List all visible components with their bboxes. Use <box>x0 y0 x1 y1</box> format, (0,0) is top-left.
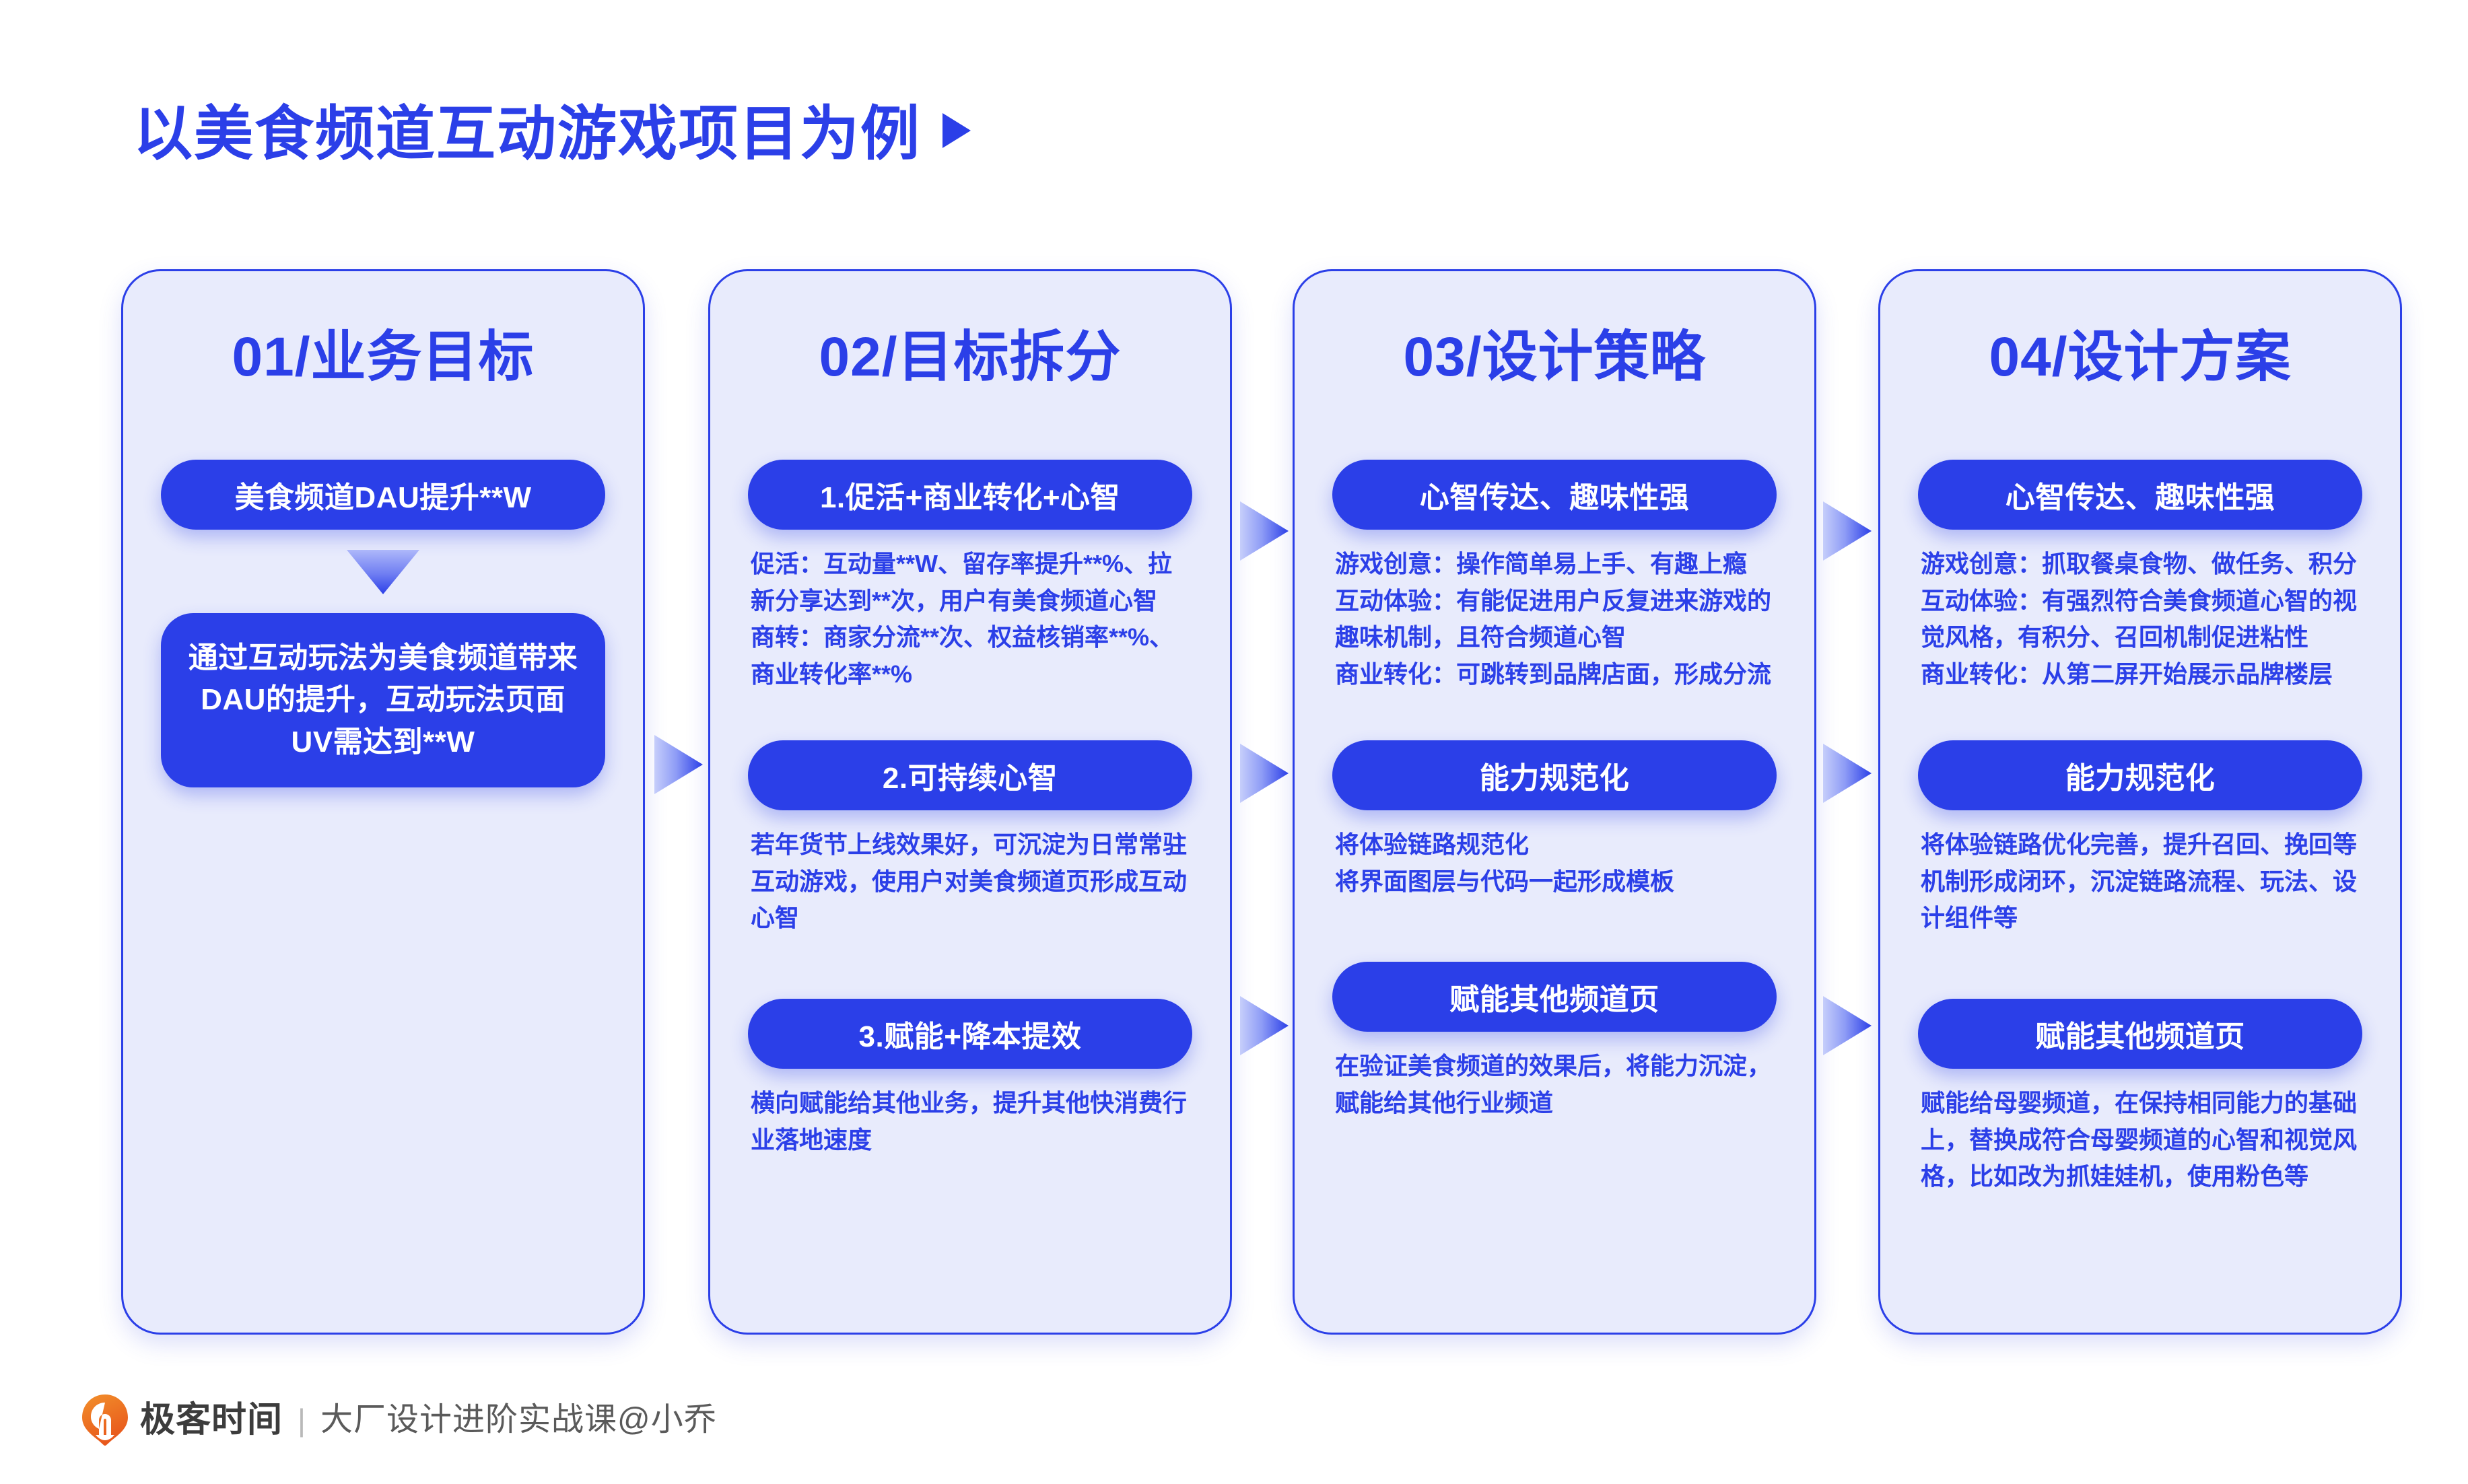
down-arrow-triangle-icon <box>347 550 419 594</box>
columns-container: 01/业务目标 美食频道DAU提升**W 通过互动玩法为美食频道带来DAU的提升… <box>0 269 2468 1346</box>
pill-4-3[interactable]: 赋能其他频道页 <box>1918 999 2362 1069</box>
pill-1-2[interactable]: 通过互动玩法为美食频道带来DAU的提升，互动玩法页面UV需达到**W <box>161 613 605 788</box>
right-arrow-triangle-icon-3b <box>1823 744 1872 803</box>
footer-brand: 极客时间 <box>140 1401 283 1440</box>
geekbang-logo-icon <box>81 1393 129 1447</box>
column-card-2[interactable]: 02/目标拆分 1.促活+商业转化+心智 促活：互动量**W、留存率提升**%、… <box>708 269 1232 1335</box>
footer: 极客时间 | 大厂设计进阶实战课@小乔 <box>81 1393 717 1447</box>
footer-course: 大厂设计进阶实战课@小乔 <box>320 1402 717 1438</box>
column-body-1: 美食频道DAU提升**W 通过互动玩法为美食频道带来DAU的提升，互动玩法页面U… <box>161 460 605 804</box>
right-arrow-triangle-icon-2c <box>1240 996 1289 1055</box>
desc-4-3: 赋能给母婴频道，在保持相同能力的基础上，替换成符合母婴频道的心智和视觉风格，比如… <box>1921 1089 2358 1191</box>
right-arrow-triangle-icon-3a <box>1823 501 1872 561</box>
pill-2-2[interactable]: 2.可持续心智 <box>748 740 1192 810</box>
column-card-1[interactable]: 01/业务目标 美食频道DAU提升**W 通过互动玩法为美食频道带来DAU的提升… <box>121 269 645 1335</box>
column-card-3[interactable]: 03/设计策略 心智传达、趣味性强 游戏创意：操作简单易上手、有趣上瘾 互动体验… <box>1293 269 1816 1335</box>
desc-3-3: 在验证美食频道的效果后，将能力沉淀，赋能给其他行业频道 <box>1335 1052 1772 1117</box>
column-body-2: 1.促活+商业转化+心智 促活：互动量**W、留存率提升**%、拉新分享达到**… <box>748 460 1192 1158</box>
page-title: 以美食频道互动游戏项目为例 <box>133 86 971 172</box>
footer-separator: | <box>298 1403 306 1438</box>
desc-3-2: 将体验链路规范化 将界面图层与代码一起形成模板 <box>1335 830 1675 895</box>
pill-4-1[interactable]: 心智传达、趣味性强 <box>1918 460 2362 530</box>
pill-4-2[interactable]: 能力规范化 <box>1918 740 2362 810</box>
right-arrow-triangle-icon-2a <box>1240 501 1289 561</box>
pill-3-2[interactable]: 能力规范化 <box>1332 740 1777 810</box>
column-card-4[interactable]: 04/设计方案 心智传达、趣味性强 游戏创意：抓取餐桌食物、做任务、积分 互动体… <box>1878 269 2402 1335</box>
column-heading-4: 04/设计方案 <box>1989 326 2292 388</box>
pill-3-1[interactable]: 心智传达、趣味性强 <box>1332 460 1777 530</box>
page-title-text: 以美食频道互动游戏项目为例 <box>133 100 922 167</box>
desc-3-1: 游戏创意：操作简单易上手、有趣上瘾 互动体验：有能促进用户反复进来游戏的趣味机制… <box>1335 550 1772 688</box>
pill-3-3[interactable]: 赋能其他频道页 <box>1332 962 1777 1032</box>
right-arrow-triangle-icon-1a <box>654 735 703 794</box>
desc-4-2: 将体验链路优化完善，提升召回、挽回等机制形成闭环，沉淀链路流程、玩法、设计组件等 <box>1921 830 2358 932</box>
desc-2-3: 横向赋能给其他业务，提升其他快消费行业落地速度 <box>751 1089 1188 1154</box>
desc-2-1: 促活：互动量**W、留存率提升**%、拉新分享达到**次，用户有美食频道心智 商… <box>751 550 1174 688</box>
pill-1-1[interactable]: 美食频道DAU提升**W <box>161 460 605 530</box>
right-arrow-triangle-icon-2b <box>1240 744 1289 803</box>
column-body-3: 心智传达、趣味性强 游戏创意：操作简单易上手、有趣上瘾 互动体验：有能促进用户反… <box>1332 460 1777 1122</box>
pill-2-3[interactable]: 3.赋能+降本提效 <box>748 999 1192 1069</box>
column-heading-2: 02/目标拆分 <box>819 326 1122 388</box>
pill-2-1[interactable]: 1.促活+商业转化+心智 <box>748 460 1192 530</box>
column-heading-1: 01/业务目标 <box>232 326 535 388</box>
desc-4-1: 游戏创意：抓取餐桌食物、做任务、积分 互动体验：有强烈符合美食频道心智的视觉风格… <box>1921 550 2358 688</box>
column-body-4: 心智传达、趣味性强 游戏创意：抓取餐桌食物、做任务、积分 互动体验：有强烈符合美… <box>1918 460 2362 1195</box>
desc-2-2: 若年货节上线效果好，可沉淀为日常常驻互动游戏，使用户对美食频道页形成互动心智 <box>751 830 1188 932</box>
play-triangle-icon <box>942 112 971 148</box>
right-arrow-triangle-icon-3c <box>1823 996 1872 1055</box>
column-heading-3: 03/设计策略 <box>1403 326 1706 388</box>
